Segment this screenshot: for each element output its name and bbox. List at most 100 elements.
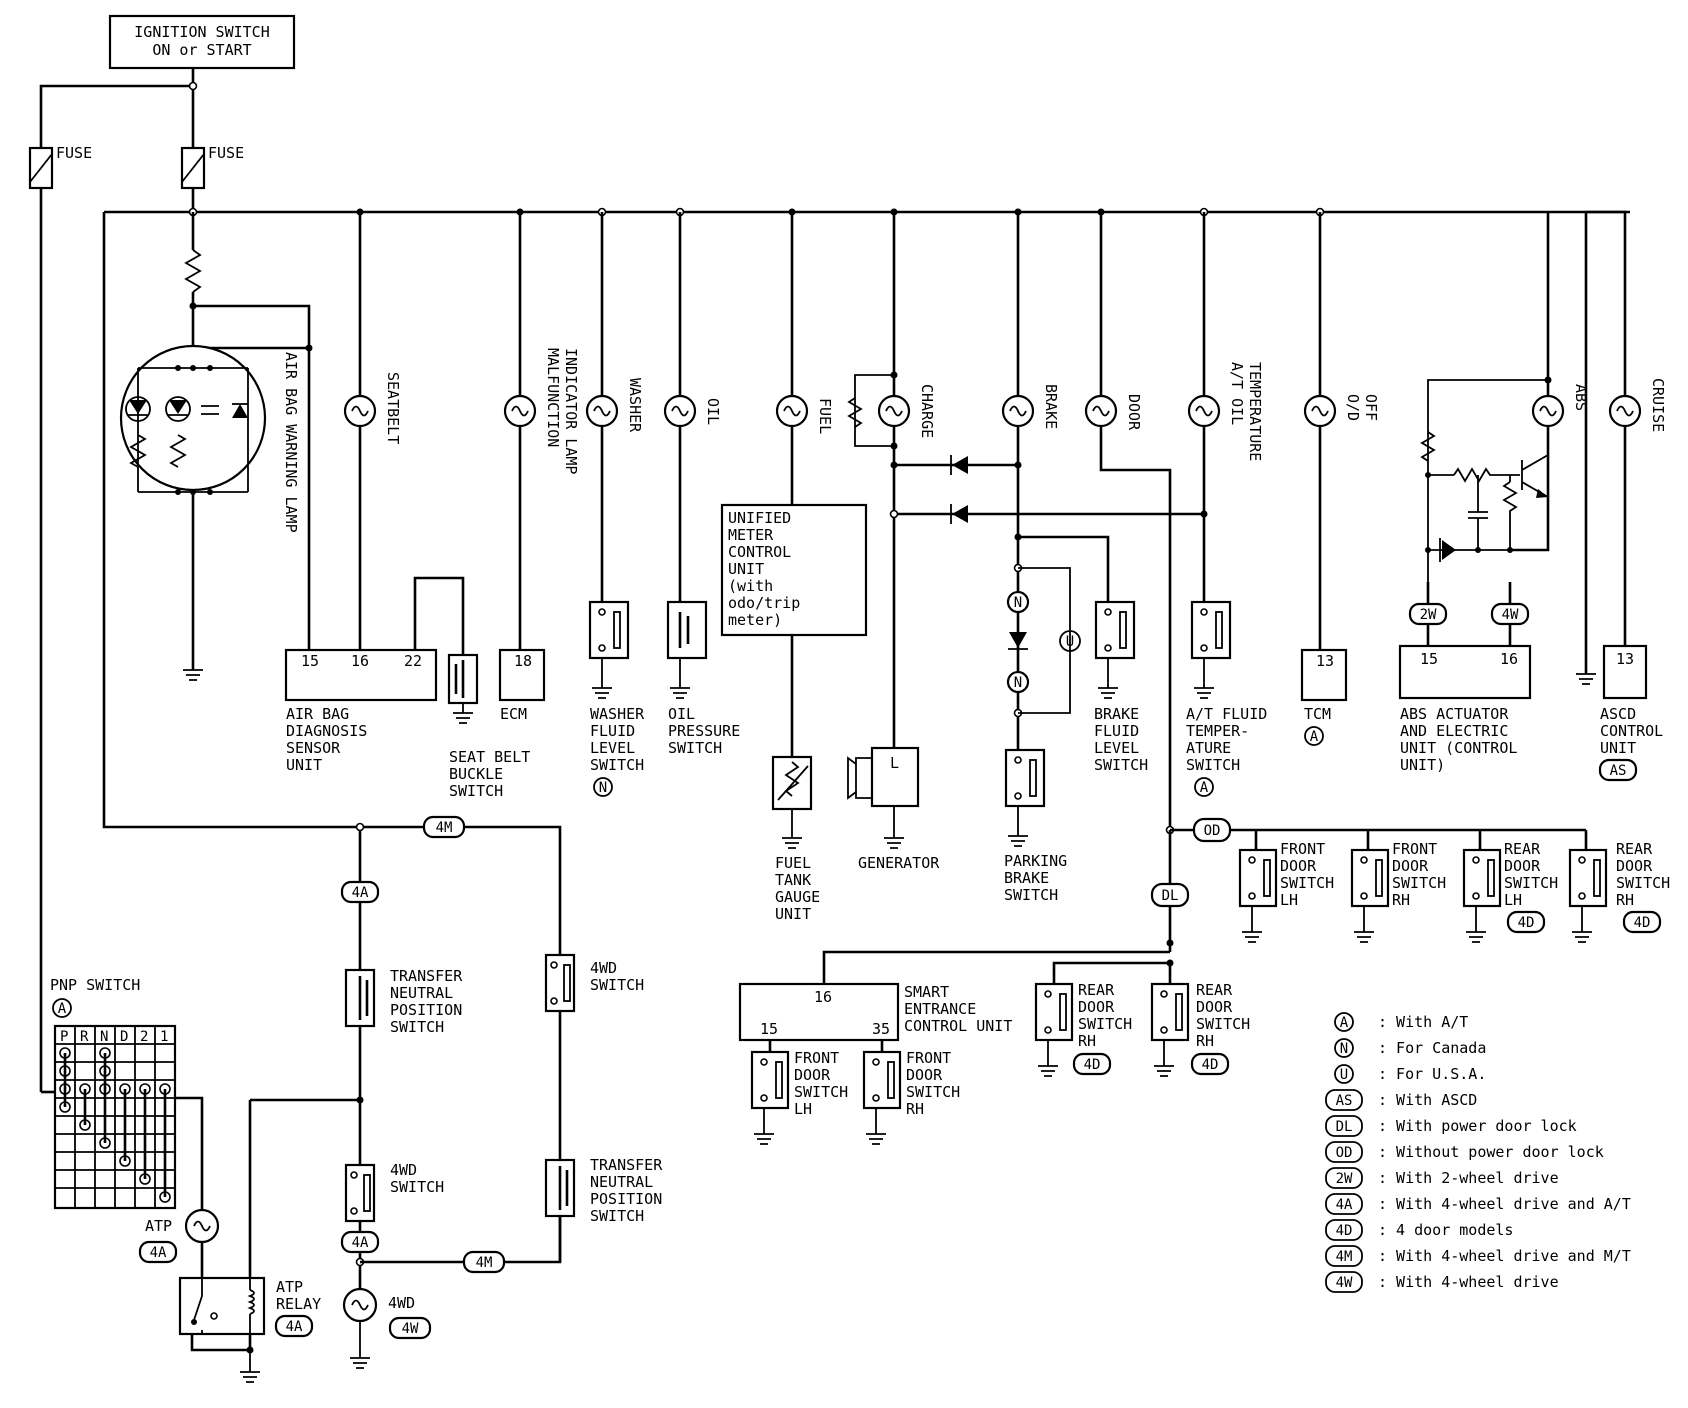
airbag-pin-16: 16	[351, 652, 369, 670]
od-fdrh-1: FRONT	[1392, 840, 1437, 858]
airbag-unit-line-3: SENSOR	[286, 739, 341, 757]
seatbelt-lamp-label: SEATBELT	[384, 372, 402, 444]
oil-switch-line-1: OIL	[668, 705, 695, 723]
tn2-line-1: TRANSFER	[590, 1156, 663, 1174]
svg-text:4A: 4A	[286, 1319, 303, 1335]
dl-rdrh-2: DOOR	[1196, 998, 1233, 1016]
parking-brake-line-1: PARKING	[1004, 852, 1067, 870]
charge-lamp-label: CHARGE	[918, 384, 936, 438]
svg-text:: With A/T: : With A/T	[1378, 1013, 1468, 1031]
od-fdrh-2: DOOR	[1392, 857, 1429, 875]
tag-a-at-fluid	[1194, 777, 1214, 797]
ecm-box	[498, 648, 546, 702]
fuse-2-label: FUSE	[208, 144, 244, 162]
fourwd-sw2-line-2: SWITCH	[590, 976, 644, 994]
pnp-pos-r: R	[80, 1029, 89, 1045]
at-oil-circuit: A/T OIL TEMPERATURE A/T FLUID TEMPER- AT…	[1186, 212, 1267, 797]
od-fdlh-1: FRONT	[1280, 840, 1325, 858]
at-fluid-line-2: TEMPER-	[1186, 722, 1249, 740]
dl-rear-door-rh: REAR DOOR SWITCH RH 4D	[1150, 981, 1250, 1077]
parking-brake-line-2: BRAKE	[1004, 869, 1049, 887]
pnp-grid-lines	[55, 1026, 175, 1208]
od-rdrh-3: SWITCH	[1616, 874, 1670, 892]
ascd-line-3: UNIT	[1600, 739, 1636, 757]
tag-u-brake	[1059, 630, 1081, 652]
abs-circuit: ABS 2W 4W 15 16 ABS ACTUATOR AND ELECTRI…	[1398, 212, 1596, 774]
svg-text:4D: 4D	[1634, 915, 1651, 931]
ascd-line-2: CONTROL	[1600, 722, 1663, 740]
fuel-gauge-line-1: FUEL	[775, 854, 811, 872]
svg-text:N: N	[1340, 1041, 1348, 1057]
svg-text:4D: 4D	[1518, 915, 1535, 931]
smart-line-1: SMART	[904, 983, 949, 1001]
atp-relay-line-2: RELAY	[276, 1295, 321, 1313]
od-rdrh-4: RH	[1616, 891, 1634, 909]
tag-4w-lamp	[388, 1316, 432, 1340]
pnp-pos-p: P	[60, 1029, 68, 1045]
meter-line-5: (with	[728, 577, 773, 595]
parking-brake-switch-icon	[1004, 748, 1046, 808]
abs-unit-line-1: ABS ACTUATOR	[1400, 705, 1509, 723]
svg-text:: For U.S.A.: : For U.S.A.	[1378, 1065, 1486, 1083]
tag-4m-top	[422, 815, 466, 839]
dl-rear-door-lh: REAR DOOR SWITCH RH 4D	[1034, 981, 1132, 1077]
svg-text:: With 4-wheel drive and A/T: : With 4-wheel drive and A/T	[1378, 1195, 1631, 1213]
svg-text:4M: 4M	[476, 1255, 493, 1271]
svg-text:OD: OD	[1204, 823, 1221, 839]
svg-text:: For Canada: : For Canada	[1378, 1039, 1486, 1057]
fuel-bulb-icon	[775, 394, 809, 428]
od-fdlh-2: DOOR	[1280, 857, 1317, 875]
tcm-label: TCM	[1304, 705, 1331, 723]
fourwd-circuit: 4M 4A TRANSFER NEUTRAL POSITION SWITCH 4…	[340, 815, 663, 1369]
washer-lamp-label: WASHER	[626, 378, 644, 433]
airbag-pin-15: 15	[301, 652, 319, 670]
tag-n-brake-1	[1006, 590, 1030, 614]
od-rdlh-2: DOOR	[1504, 857, 1541, 875]
oil-lamp-label: OIL	[704, 398, 722, 425]
tag-4w-abs	[1490, 602, 1530, 626]
abs-lamp-label: ABS	[1572, 384, 1590, 411]
svg-text:: With power door lock: : With power door lock	[1378, 1117, 1577, 1135]
pnp-label: PNP SWITCH	[50, 976, 140, 994]
dl-front-door-rh: FRONT DOOR SWITCH RH	[862, 1040, 960, 1145]
legend-row-4a: 4A : With 4-wheel drive and A/T	[1325, 1193, 1631, 1215]
svg-text:DL: DL	[1162, 888, 1179, 904]
tag-4d-dl-1	[1072, 1052, 1112, 1076]
door-circuit: DOOR OD DL FRONT DOOR SWITCH LH FRONT	[738, 212, 1670, 1145]
tn2-line-4: SWITCH	[590, 1207, 644, 1225]
tn1-line-1: TRANSFER	[390, 967, 463, 985]
seatbelt-circuit: SEATBELT 15 16 22 AIR BAG DIAGNOSIS SENS…	[284, 212, 530, 800]
brake-fluid-line-4: SWITCH	[1094, 756, 1148, 774]
svg-text:4D: 4D	[1202, 1057, 1219, 1073]
tag-4a-top	[340, 880, 380, 904]
od-rdlh-1: REAR	[1504, 840, 1541, 858]
abs-bulb-icon	[1531, 394, 1565, 428]
svg-text:: With 2-wheel drive: : With 2-wheel drive	[1378, 1169, 1559, 1187]
dl-rdrh-4: RH	[1196, 1032, 1214, 1050]
pnp-pos-d: D	[120, 1029, 128, 1045]
parking-brake-line-3: SWITCH	[1004, 886, 1058, 904]
washer-switch-line-2: FLUID	[590, 722, 635, 740]
od-rear-door-rh: REAR DOOR SWITCH RH 4D	[1568, 830, 1670, 943]
legend-row-4m: 4M : With 4-wheel drive and M/T	[1325, 1245, 1631, 1267]
legend: A : With A/T N : For Canada U : For U.S.…	[1325, 1012, 1631, 1293]
bulb-icons	[343, 394, 1642, 428]
tn2-line-2: NEUTRAL	[590, 1173, 653, 1191]
od-off-bulb-icon	[1303, 394, 1337, 428]
od-rdlh-3: SWITCH	[1504, 874, 1558, 892]
brake-circuit: BRAKE U N N PARKING BRAKE SWITCH BRAKE F…	[1004, 212, 1148, 904]
tag-4m-bottom	[462, 1250, 506, 1274]
od-off-label-2: OFF	[1362, 394, 1380, 421]
oil-switch-line-2: PRESSURE	[668, 722, 740, 740]
tag-n-washer	[593, 777, 613, 797]
fuse-1-label: FUSE	[56, 144, 92, 162]
dl-fdlh-2: DOOR	[794, 1066, 831, 1084]
dl-fdlh-4: LH	[794, 1100, 812, 1118]
tcm-box	[1300, 648, 1348, 702]
smart-line-3: CONTROL UNIT	[904, 1017, 1012, 1035]
tag-n-brake-2	[1006, 670, 1030, 694]
ascd-pin: 13	[1616, 650, 1634, 668]
dl-fdlh-3: SWITCH	[794, 1083, 848, 1101]
cruise-circuit: CRUISE 13 ASCD CONTROL UNIT AS	[1586, 210, 1667, 782]
ecm-pin: 18	[514, 652, 532, 670]
